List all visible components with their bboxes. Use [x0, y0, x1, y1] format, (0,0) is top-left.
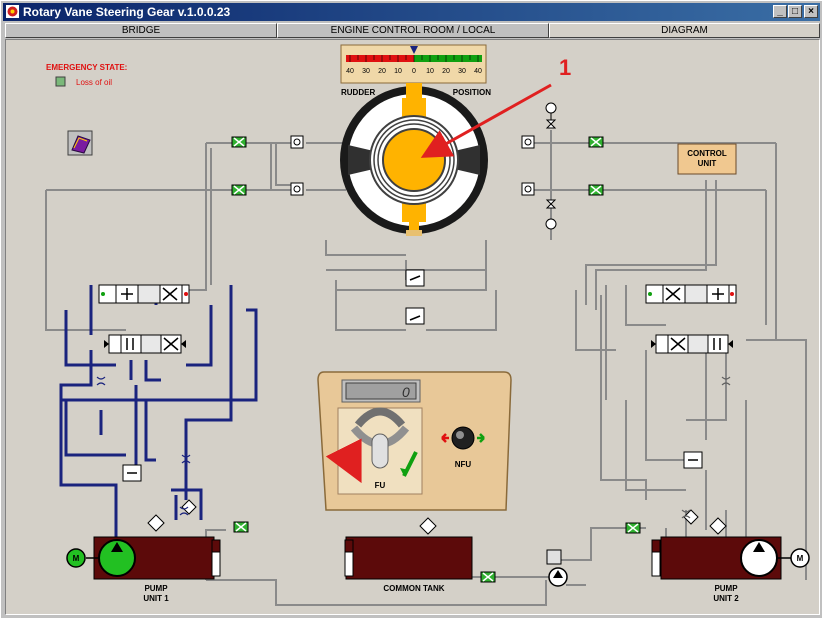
annotation-arrow	[420, 83, 552, 158]
steering-control-panel: 0 FU NFU	[317, 371, 512, 511]
annotation-number: 1	[559, 55, 571, 80]
pump-1-motor-label: M	[73, 554, 80, 563]
relief-valves	[122, 269, 703, 482]
tab-engine-control-room[interactable]: ENGINE CONTROL ROOM / LOCAL	[277, 23, 549, 38]
diagram-canvas: 40 30 20 10 0 10 20 30 40 RUDDER POSITIO…	[5, 39, 820, 615]
help-book-icon[interactable]	[67, 130, 93, 156]
window-title: Rotary Vane Steering Gear v.1.0.0.23	[23, 5, 231, 19]
loss-of-oil-checkbox[interactable]	[55, 76, 66, 87]
green-valve-icons[interactable]	[231, 136, 641, 583]
common-tank: COMMON TANK	[344, 536, 473, 593]
right-directional-valves[interactable]	[645, 284, 737, 354]
pressure-connectors	[290, 135, 535, 196]
control-unit[interactable]: CONTROL UNIT	[677, 143, 737, 175]
fu-label: FU	[375, 481, 386, 490]
hydraulic-diagram: 40 30 20 10 0 10 20 30 40 RUDDER POSITIO…	[45, 44, 810, 606]
scale-label: 10	[394, 68, 402, 75]
scale-label: 20	[442, 68, 450, 75]
navy-circuit-lines	[59, 285, 258, 545]
title-bar[interactable]: Rotary Vane Steering Gear v.1.0.0.23 _ □…	[3, 3, 820, 21]
manometer-icons	[545, 102, 557, 230]
throttle-icons	[96, 376, 191, 516]
rudder-pointer	[410, 46, 418, 54]
pump-2-label-line2: UNIT 2	[713, 594, 739, 603]
position-label: POSITION	[453, 88, 491, 97]
rudder-order-display: 0	[402, 384, 410, 400]
pump-unit-1[interactable]: M PUMP UNIT 1	[66, 536, 221, 603]
transfer-pump-icon[interactable]	[546, 549, 568, 587]
fu-tiller-handle[interactable]	[371, 433, 389, 469]
scale-label: 40	[474, 68, 482, 75]
pump-unit-2[interactable]: M PUMP UNIT 2	[651, 536, 810, 603]
loss-of-oil-label: Loss of oil	[76, 78, 112, 87]
rotary-vane-actuator	[340, 83, 488, 236]
rudder-label: RUDDER	[341, 88, 375, 97]
nfu-knob[interactable]	[451, 426, 475, 450]
filter-icons	[147, 499, 727, 535]
control-unit-line1: CONTROL	[687, 149, 727, 158]
minimize-button[interactable]: _	[773, 5, 787, 18]
emergency-state-title: EMERGENCY STATE:	[46, 63, 127, 72]
tab-bar: BRIDGE ENGINE CONTROL ROOM / LOCAL DIAGR…	[5, 23, 820, 38]
close-button[interactable]: ×	[804, 5, 818, 18]
scale-label: 10	[426, 68, 434, 75]
control-unit-line2: UNIT	[698, 159, 717, 168]
app-icon	[6, 5, 19, 18]
pump-1-motor-icon	[66, 548, 86, 568]
left-directional-valves[interactable]	[98, 284, 190, 354]
nfu-left-arrow-icon	[441, 433, 449, 443]
common-tank-label: COMMON TANK	[383, 584, 444, 593]
nfu-right-arrow-icon	[477, 433, 485, 443]
throttle-icons-right	[681, 376, 731, 519]
maximize-button[interactable]: □	[788, 5, 802, 18]
scale-label: 20	[378, 68, 386, 75]
scale-label: 30	[362, 68, 370, 75]
tab-bridge[interactable]: BRIDGE	[5, 23, 277, 38]
pump-2-motor-label: M	[797, 554, 804, 563]
pump-1-label-line2: UNIT 1	[143, 594, 169, 603]
nfu-label: NFU	[455, 460, 472, 469]
pump-1-label-line1: PUMP	[144, 584, 168, 593]
tab-diagram[interactable]: DIAGRAM	[549, 23, 820, 38]
scale-label: 30	[458, 68, 466, 75]
pump-2-label-line1: PUMP	[714, 584, 738, 593]
scale-label: 40	[346, 68, 354, 75]
gray-circuit-lines	[45, 130, 807, 606]
port-arrow-icon	[325, 438, 362, 484]
scale-label: 0	[412, 68, 416, 75]
pump-2-motor-icon	[790, 548, 810, 568]
rudder-stock	[382, 128, 446, 192]
